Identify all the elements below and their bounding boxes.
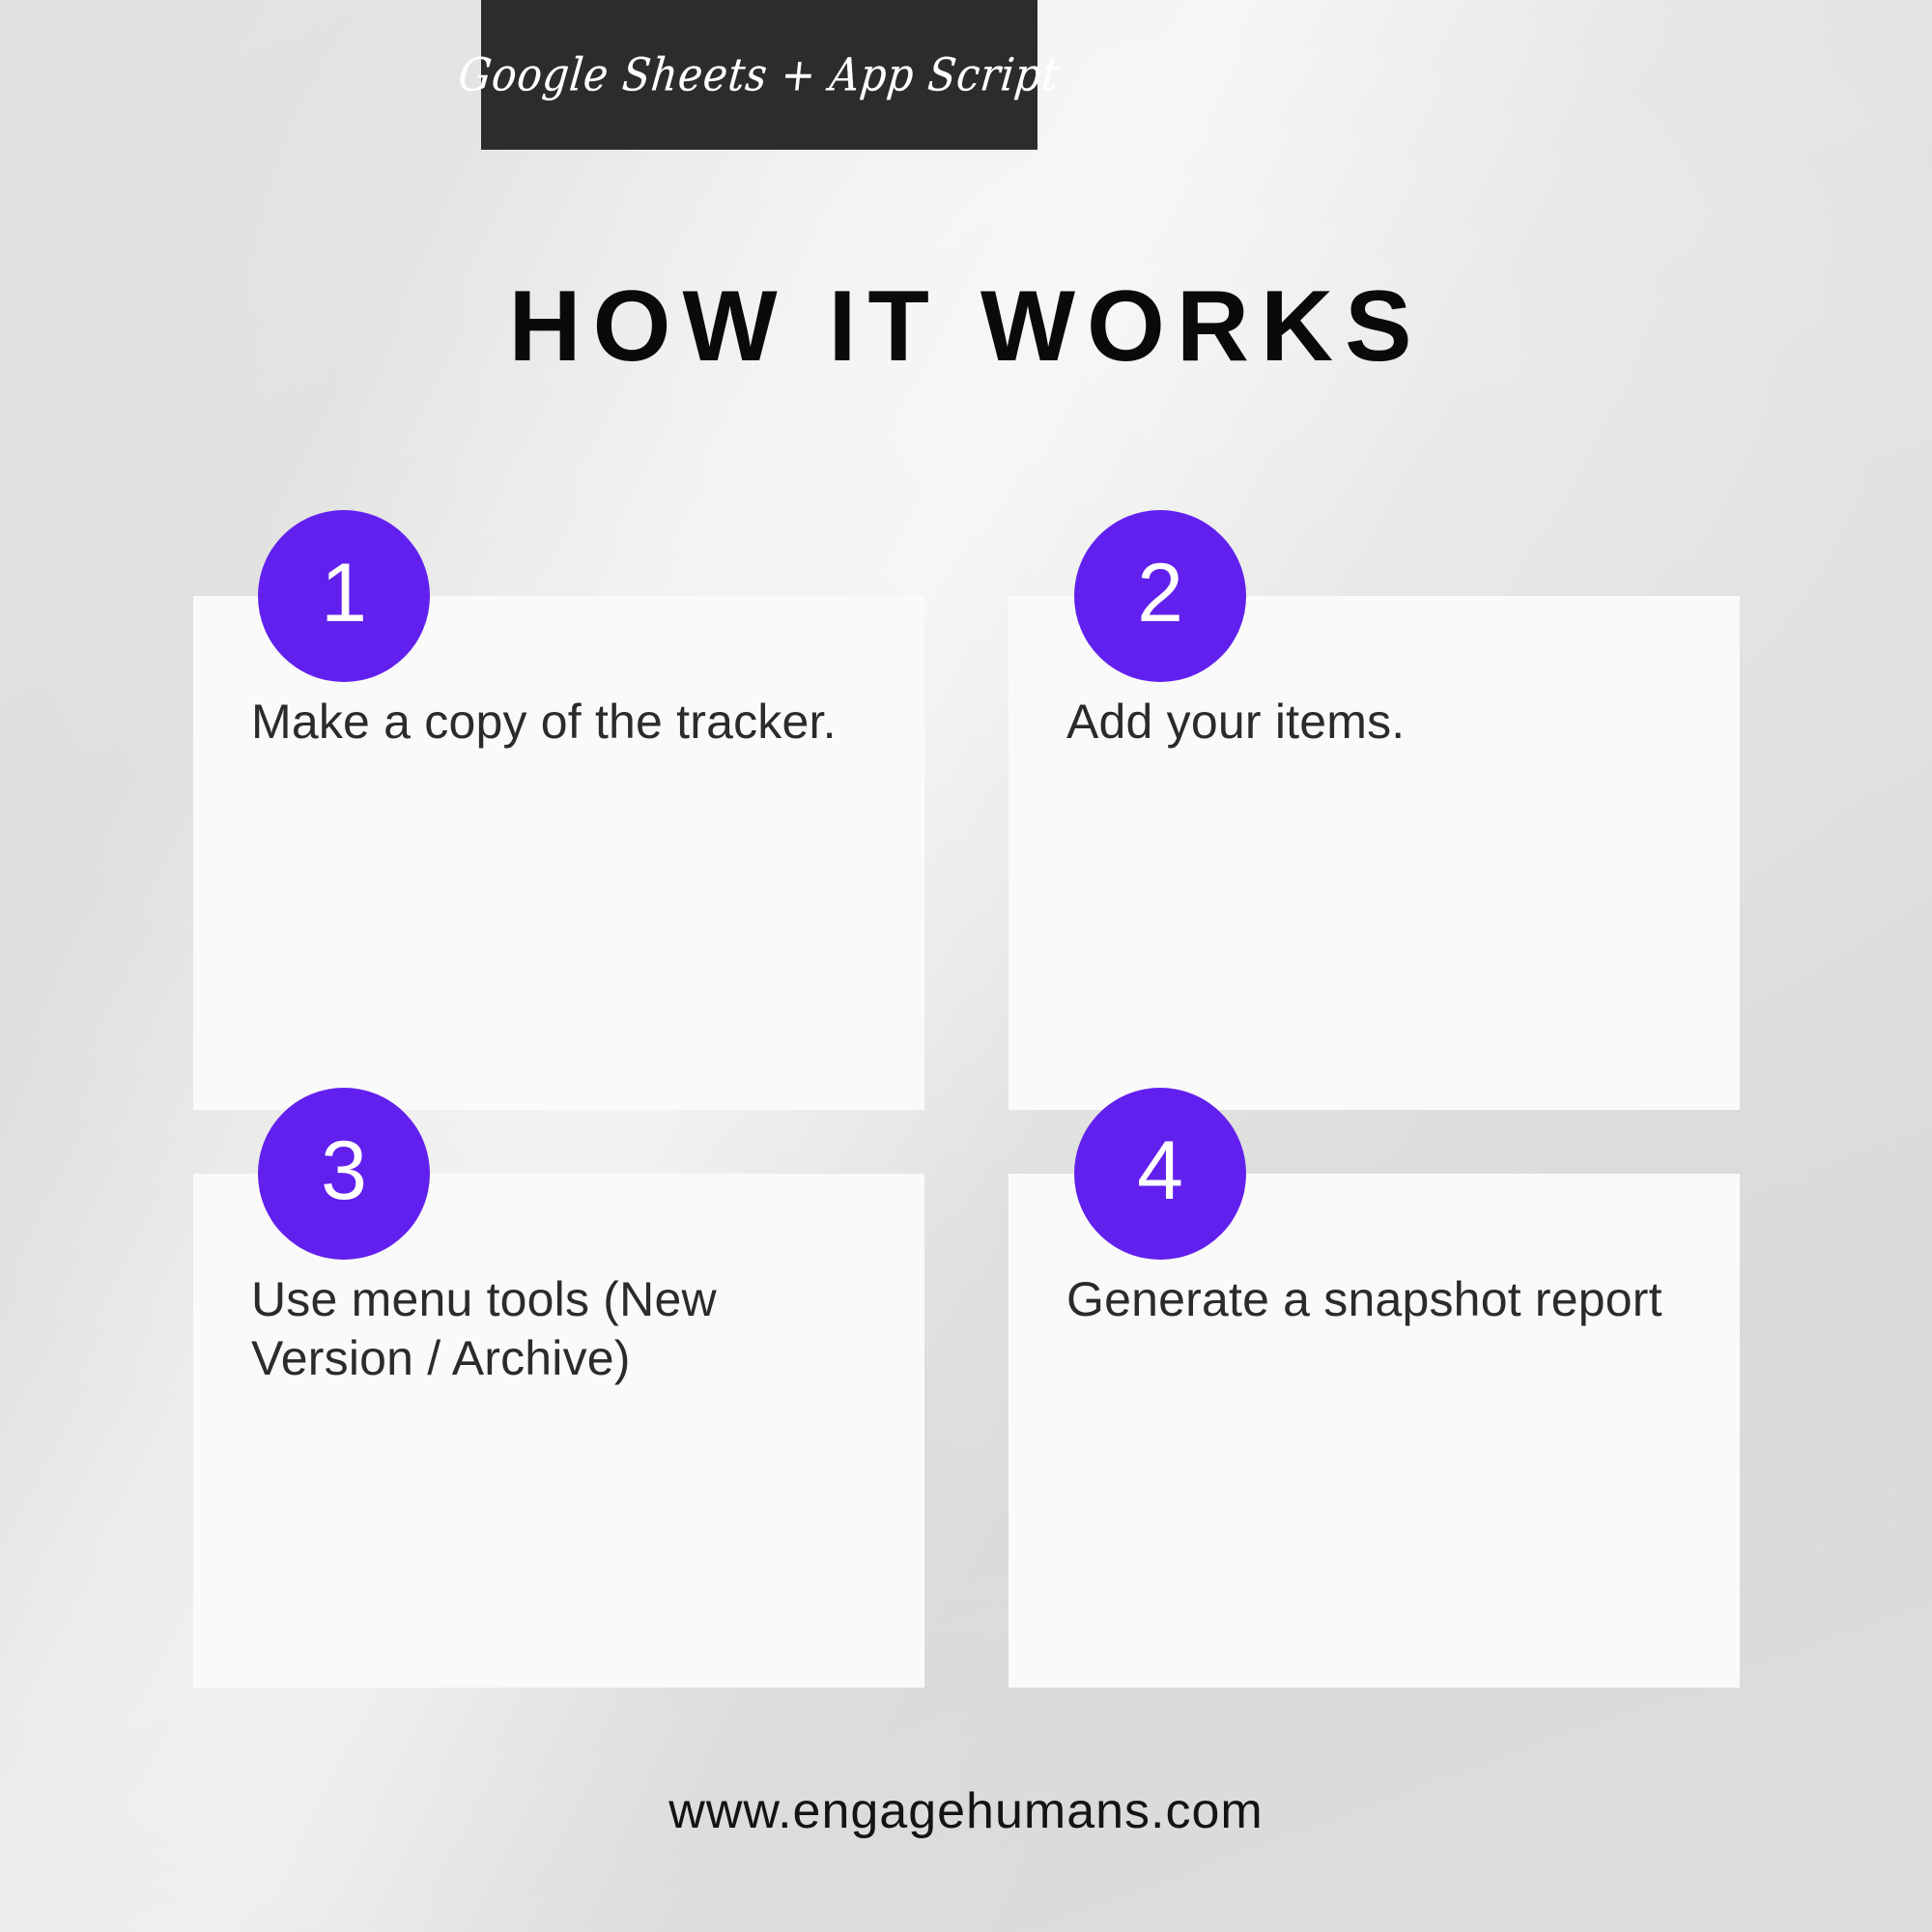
step-card-4: Generate a snapshot report [1009, 1174, 1740, 1688]
step-badge-1-number: 1 [321, 547, 367, 639]
step-card-2: Add your items. [1009, 596, 1740, 1110]
step-card-1-text: Make a copy of the tracker. [251, 695, 837, 749]
step-badge-4: 4 [1074, 1088, 1246, 1260]
step-badge-2: 2 [1074, 510, 1246, 682]
footer-website-url: www.engagehumans.com [668, 1783, 1264, 1839]
step-badge-4-number: 4 [1137, 1124, 1183, 1217]
step-card-3: Use menu tools (New Version / Archive) [193, 1174, 924, 1688]
step-card-4-text: Generate a snapshot report [1066, 1272, 1662, 1326]
step-badge-3-number: 3 [321, 1124, 367, 1217]
page-title: HOW IT WORKS [508, 270, 1424, 383]
step-badge-2-number: 2 [1137, 547, 1183, 639]
banner-label: Google Sheets + App Script [456, 48, 1063, 101]
top-banner: Google Sheets + App Script [456, 0, 1063, 150]
step-badge-3: 3 [258, 1088, 430, 1260]
step-card-1: Make a copy of the tracker. [193, 596, 924, 1110]
step-badge-1: 1 [258, 510, 430, 682]
step-card-3-text: Use menu tools (New Version / Archive) [251, 1272, 717, 1385]
step-card-2-text: Add your items. [1066, 695, 1406, 749]
